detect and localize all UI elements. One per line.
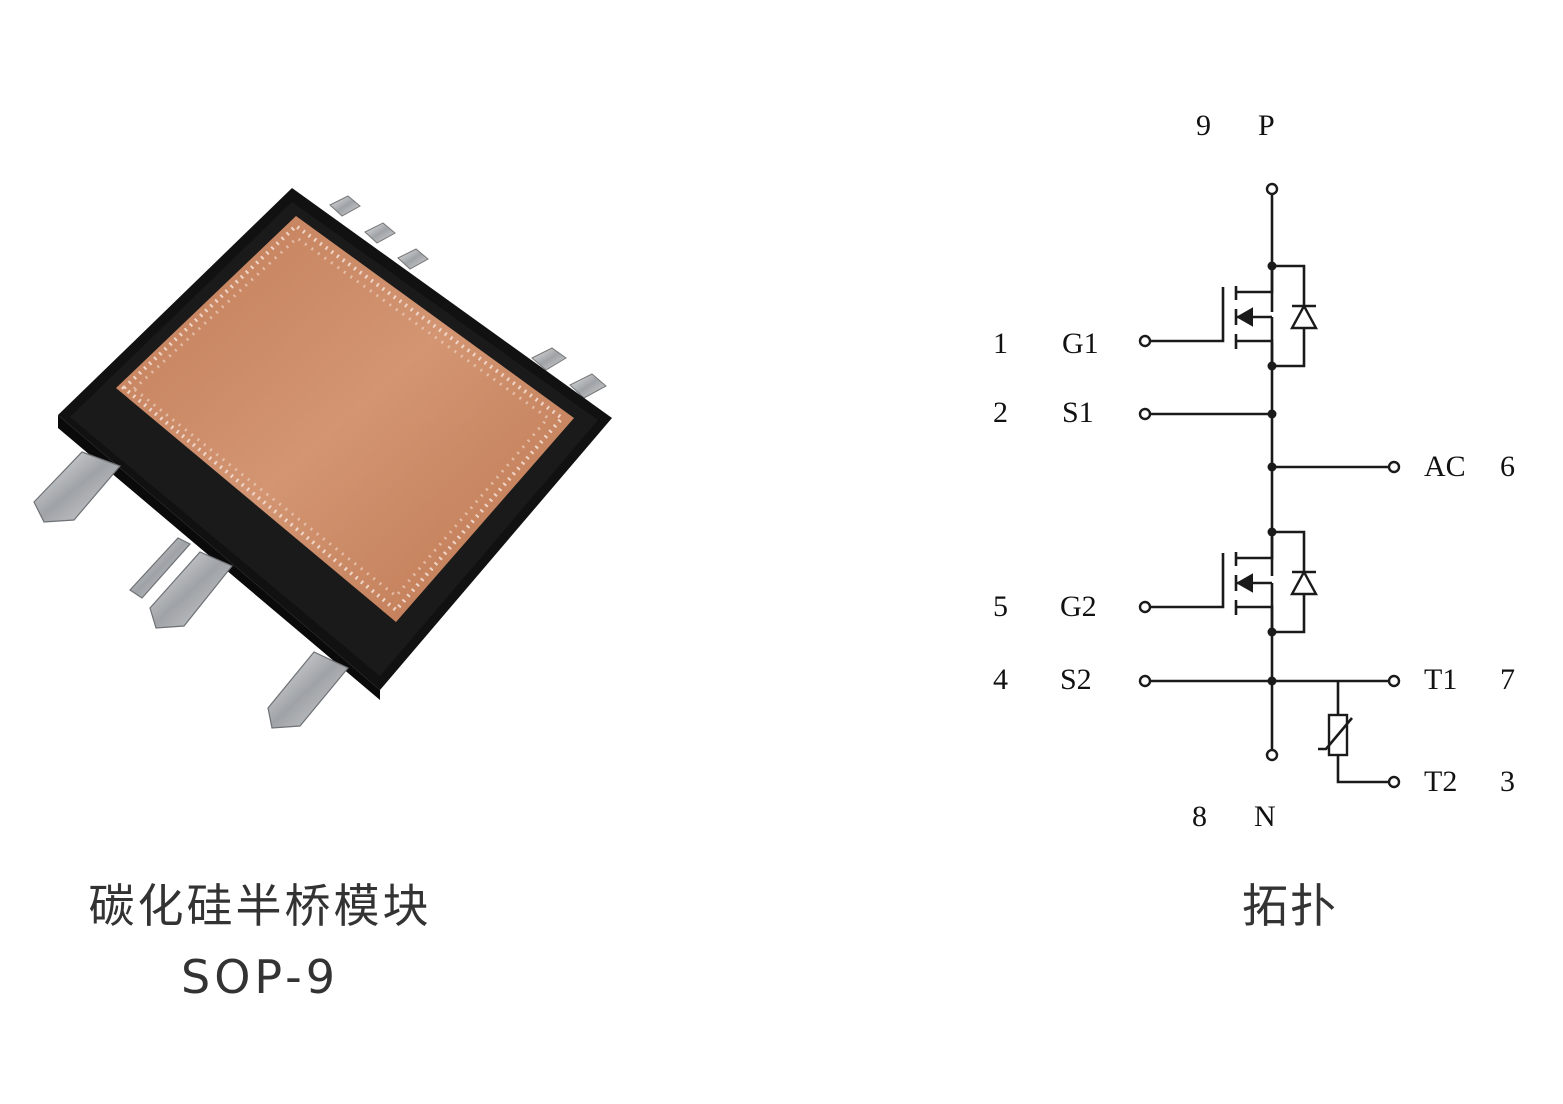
pin-8-number: 8	[1192, 800, 1207, 833]
sic-module-illustration	[33, 188, 612, 729]
pin-4-name: S2	[1060, 663, 1092, 696]
terminal-t2	[1387, 775, 1401, 789]
gate2-lead	[1150, 553, 1225, 609]
pin-6-name: AC	[1424, 450, 1466, 483]
terminal-n	[1265, 748, 1279, 762]
half-bridge-schematic: 9 P 1 G1 2 S1 AC 6 5 G2 4 S2 T1 7 T2 3 8…	[993, 109, 1515, 833]
terminal-s1	[1138, 407, 1152, 421]
pin-4-number: 4	[993, 663, 1008, 696]
terminal-p	[1265, 182, 1279, 196]
pin-7-name: T1	[1424, 663, 1457, 696]
copper-pad	[116, 216, 574, 622]
pin-7-number: 7	[1500, 663, 1515, 696]
pin-3-name: T2	[1424, 765, 1457, 798]
schematic-panel: 9 P 1 G1 2 S1 AC 6 5 G2 4 S2 T1 7 T2 3 8…	[900, 0, 1563, 1104]
pin-2-name: S1	[1062, 396, 1094, 429]
front-pins	[33, 451, 349, 729]
terminal-s2	[1138, 674, 1152, 688]
pin-2-number: 2	[993, 396, 1008, 429]
product-panel: 碳化硅半桥模块 SOP-9	[0, 0, 700, 1104]
pin-5-name: G2	[1060, 590, 1097, 623]
product-name: 碳化硅半桥模块	[88, 879, 432, 933]
pin-9-number: 9	[1196, 109, 1211, 142]
package-name: SOP-9	[181, 950, 339, 1004]
pin-6-number: 6	[1500, 450, 1515, 483]
ntc-thermistor	[1318, 681, 1389, 784]
terminal-ac	[1387, 460, 1401, 474]
pin-3-number: 3	[1500, 765, 1515, 798]
pin-9-name: P	[1258, 109, 1275, 142]
pin-1-name: G1	[1062, 327, 1099, 360]
mosfet-q1	[1150, 261, 1319, 371]
terminal-g2	[1138, 600, 1152, 614]
terminal-g1	[1138, 334, 1152, 348]
mosfet-q2	[1150, 527, 1319, 637]
back-pins	[329, 195, 607, 399]
pin-1-number: 1	[993, 327, 1008, 360]
pin-8-name: N	[1254, 800, 1276, 833]
pin-5-number: 5	[993, 590, 1008, 623]
terminal-t1	[1387, 674, 1401, 688]
topology-title: 拓扑	[1242, 879, 1338, 933]
gate1-lead	[1150, 287, 1225, 343]
